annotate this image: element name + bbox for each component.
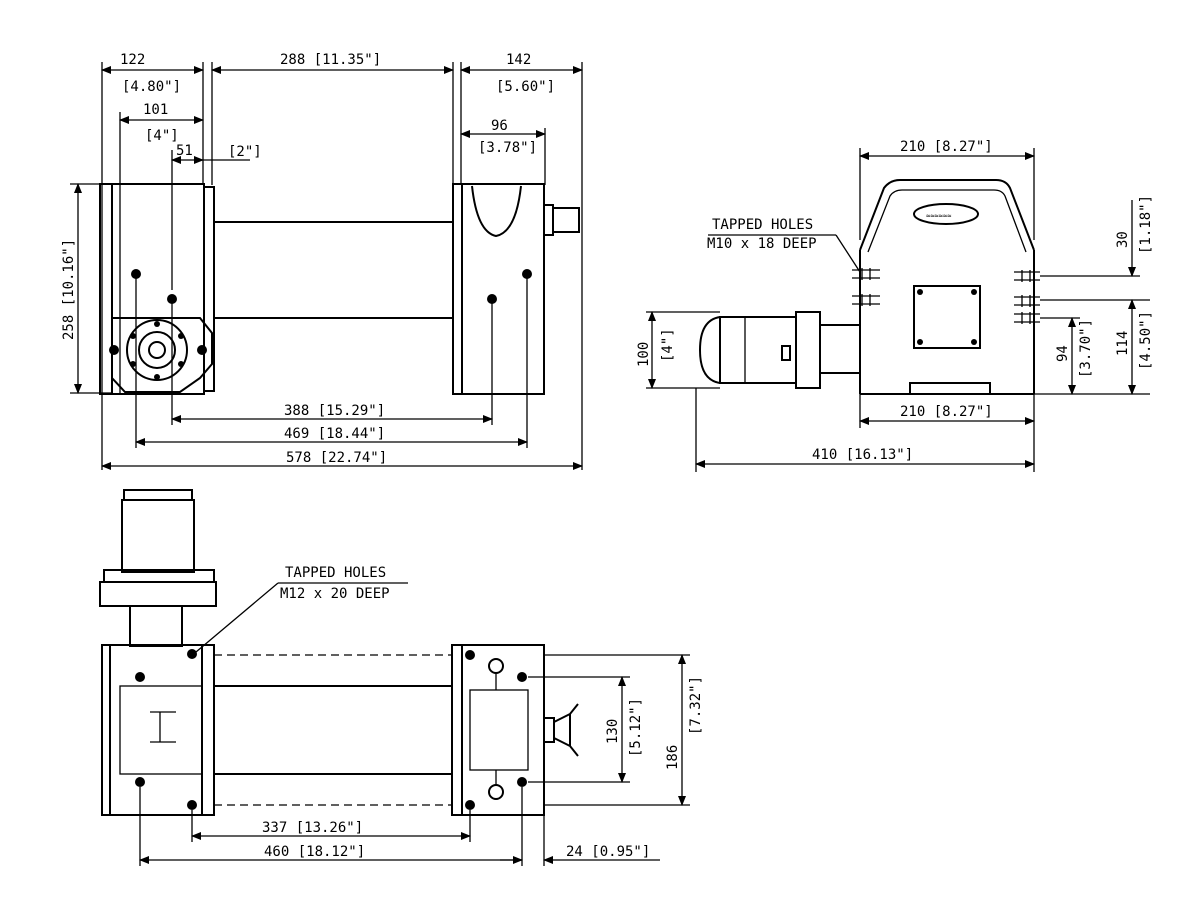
dim-114: 114 [1115,331,1131,356]
dim-114-in: [4.50"] [1138,311,1154,370]
dim-130: 130 [605,719,621,744]
svg-text:≈≈≈≈≈≈: ≈≈≈≈≈≈ [926,212,951,220]
dim-186: 186 [665,745,681,770]
dim-122-in: [4.80"] [122,79,181,95]
dim-142-in: [5.60"] [496,79,555,95]
dim-101: 101 [143,102,168,118]
top-note-line2: M12 x 20 DEEP [280,586,390,602]
side-view: 210 [8.27"] ≈≈≈≈≈≈ TAPPED HOLES M10 x 18… [636,139,1154,472]
dim-186-in: [7.32"] [688,676,704,735]
dim-410: 410 [16.13"] [812,447,913,463]
top-view: TAPPED HOLES M12 x 20 DEEP [99,489,704,866]
side-note-line2: M10 x 18 DEEP [707,236,817,252]
dim-94: 94 [1055,345,1071,362]
dim-578: 578 [22.74"] [286,450,387,466]
dim-469: 469 [18.44"] [284,426,385,442]
dim-51: 51 [176,143,193,159]
dim-96-in: [3.78"] [478,140,537,156]
dim-51-in: [2"] [228,144,262,160]
dim-30: 30 [1115,231,1131,248]
top-note-line1: TAPPED HOLES [285,565,386,581]
front-view: 122 [4.80"] 101 [4"] 51 [2"] 288 [11.35"… [61,52,583,470]
dim-337: 337 [13.26"] [262,820,363,836]
dim-288: 288 [11.35"] [280,52,381,68]
dim-210-bottom: 210 [8.27"] [900,404,993,420]
dim-96: 96 [491,118,508,134]
dim-142: 142 [506,52,531,68]
dim-100-in: [4"] [660,328,676,362]
dim-130-in: [5.12"] [628,698,644,757]
dim-30-in: [1.18"] [1138,195,1154,254]
dim-388: 388 [15.29"] [284,403,385,419]
dim-100: 100 [636,342,652,367]
dim-122: 122 [120,52,145,68]
dim-94-in: [3.70"] [1078,319,1094,378]
dim-101-in: [4"] [145,128,179,144]
dim-460: 460 [18.12"] [264,844,365,860]
dim-210-top: 210 [8.27"] [900,139,993,155]
dim-258: 258 [10.16"] [61,239,77,340]
dim-24: 24 [0.95"] [566,844,650,860]
side-note-line1: TAPPED HOLES [712,217,813,233]
